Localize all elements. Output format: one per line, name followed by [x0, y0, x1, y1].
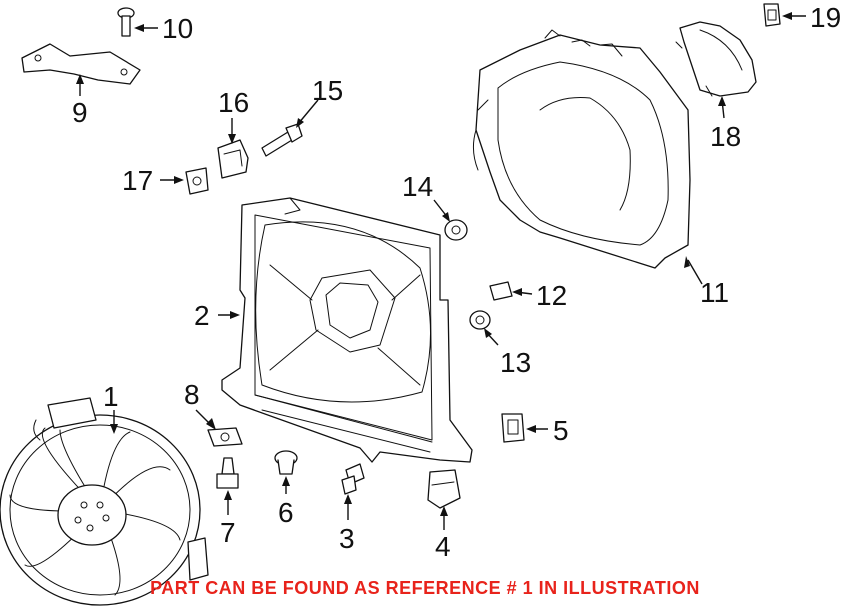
callout-8: 8 — [184, 379, 200, 410]
callout-15: 15 — [312, 75, 343, 106]
screw-part-10 — [117, 7, 135, 37]
clip-nut-part-17 — [185, 167, 209, 195]
clip-part-19 — [763, 3, 781, 27]
bolt-part-15 — [261, 123, 303, 157]
reference-caption: PART CAN BE FOUND AS REFERENCE # 1 IN IL… — [150, 578, 700, 598]
callout-11: 11 — [700, 277, 729, 308]
air-duct-part-11 — [472, 29, 691, 269]
callout-9: 9 — [72, 97, 88, 128]
callout-19: 19 — [810, 2, 841, 33]
bracket-part-4 — [427, 469, 461, 509]
bolt-part-7 — [216, 457, 239, 489]
grommet-part-14 — [444, 219, 468, 241]
grommet-part-6 — [274, 450, 298, 475]
callout-2: 2 — [194, 300, 210, 331]
pin-part-12 — [489, 281, 513, 301]
callout-18: 18 — [710, 121, 741, 152]
callout-12: 12 — [536, 280, 567, 311]
leader-lines — [76, 12, 806, 530]
callout-13: 13 — [500, 347, 531, 378]
callout-5: 5 — [553, 415, 569, 446]
callout-7: 7 — [220, 517, 236, 548]
bracket-part-16 — [217, 139, 249, 179]
callout-16: 16 — [218, 87, 249, 118]
fan-motor-assembly — [0, 397, 209, 606]
callout-6: 6 — [278, 497, 294, 528]
callout-17: 17 — [122, 165, 153, 196]
duct-cover-part-18 — [675, 21, 757, 97]
callout-4: 4 — [435, 531, 451, 562]
reference-numbers: 1 2 3 4 5 6 7 8 9 10 11 12 13 14 15 16 1… — [72, 2, 841, 562]
grommet-part-13 — [469, 310, 491, 330]
clip-part-8 — [207, 427, 243, 447]
callout-1: 1 — [103, 381, 119, 412]
mounting-bracket-part-9 — [21, 43, 141, 85]
callout-10: 10 — [162, 13, 193, 44]
bolt-part-3 — [341, 463, 365, 495]
callout-14: 14 — [402, 171, 433, 202]
clip-nut-part-5 — [501, 413, 525, 443]
callout-3: 3 — [339, 523, 355, 554]
fan-shroud — [221, 197, 473, 463]
